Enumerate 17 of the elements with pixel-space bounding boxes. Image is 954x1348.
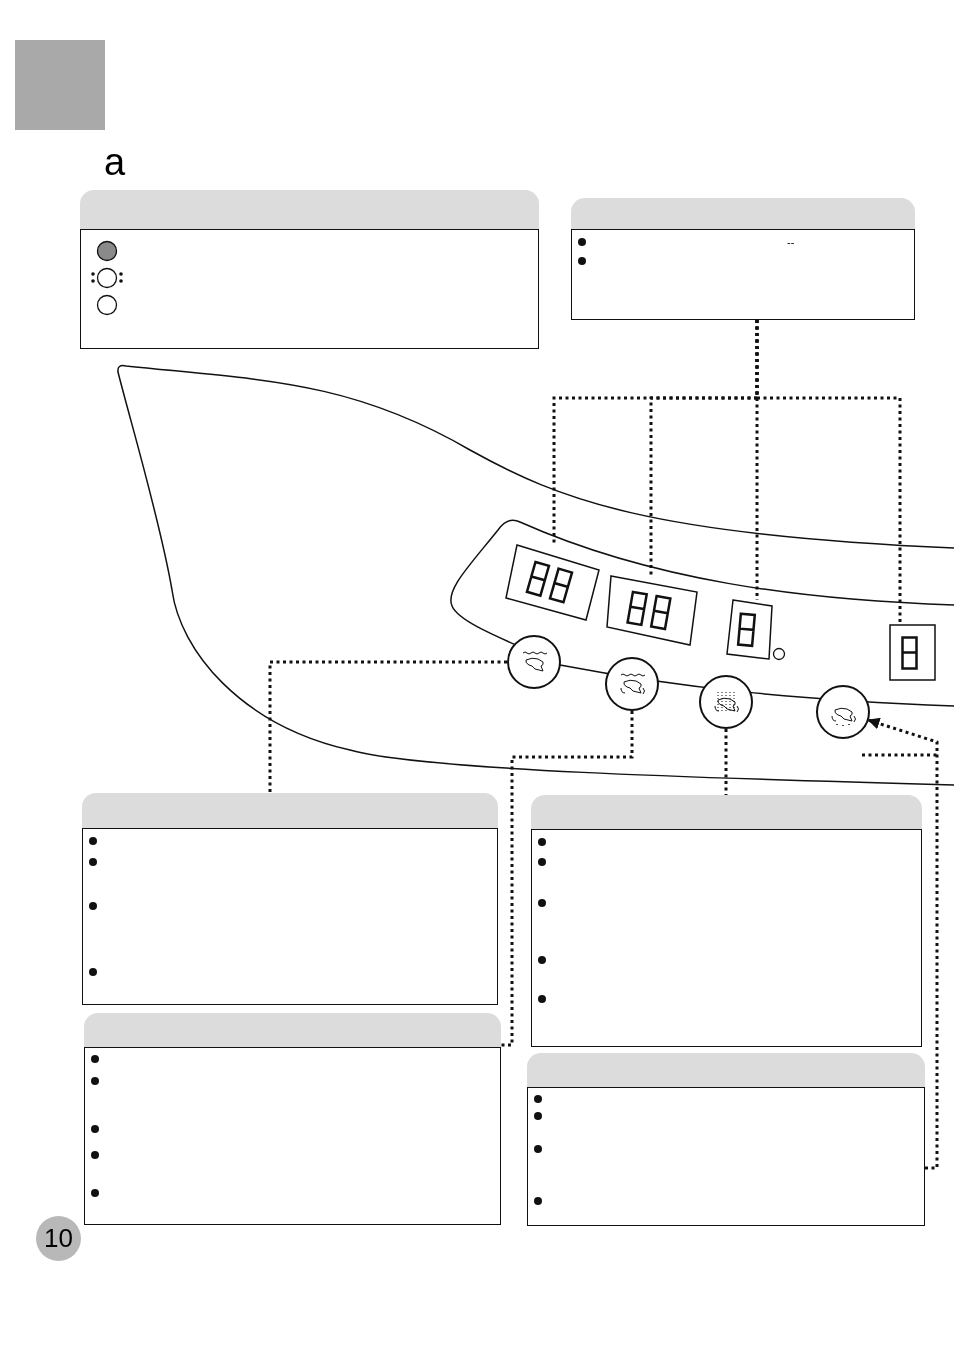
dotted-arrow [867, 717, 939, 1170]
info-card [571, 198, 915, 320]
info-card [84, 1013, 501, 1225]
round-button [699, 675, 753, 729]
round-button [605, 657, 659, 711]
round-button [816, 685, 870, 739]
dotted-connector [268, 660, 507, 793]
section-letter: a [104, 142, 126, 184]
info-card [80, 190, 539, 349]
round-button [507, 635, 561, 689]
dotted-connector [724, 729, 728, 795]
display-symbol-text: -- [787, 236, 795, 248]
info-card [527, 1053, 925, 1226]
dotted-connector [755, 320, 902, 625]
dotted-connector [501, 711, 634, 1047]
page-number: 10 [36, 1216, 81, 1261]
info-card [82, 793, 498, 1005]
